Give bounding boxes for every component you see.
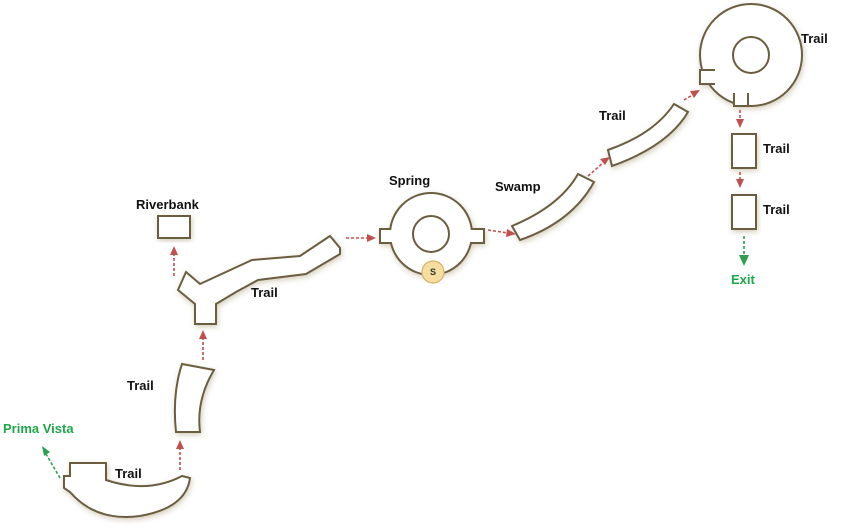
label-prima-vista[interactable]: Prima Vista: [3, 421, 74, 436]
room-trail-lower[interactable]: [173, 362, 216, 433]
room-trail-middle[interactable]: [176, 234, 341, 325]
route-arrow-spring-to-swamp: [487, 229, 516, 237]
room-trail-bottom[interactable]: [63, 462, 192, 518]
label-swamp: Swamp: [495, 179, 541, 194]
label-trail-upper: Trail: [599, 108, 626, 123]
label-trail-lower: Trail: [127, 378, 154, 393]
route-arrow-middle-to-spring: [346, 234, 376, 242]
room-trail-top[interactable]: [699, 3, 803, 107]
route-arrow-top-to-right-1: [736, 110, 744, 128]
save-point-marker[interactable]: S: [421, 260, 445, 284]
route-arrow-to-prima-vista: [42, 446, 61, 479]
room-trail-right-2[interactable]: [731, 194, 757, 230]
route-arrow-upper-to-top: [683, 90, 700, 101]
label-trail-bottom: Trail: [115, 466, 142, 481]
label-exit[interactable]: Exit: [731, 272, 756, 287]
route-arrow-right-1-to-right-2: [736, 172, 744, 188]
route-arrow-bottom-to-lower: [176, 440, 184, 470]
label-spring: Spring: [389, 173, 430, 188]
room-swamp[interactable]: [510, 172, 596, 242]
room-riverbank[interactable]: [157, 215, 191, 239]
label-trail-middle: Trail: [251, 285, 278, 300]
label-trail-right-2: Trail: [763, 202, 790, 217]
route-arrow-swamp-to-upper: [587, 157, 610, 177]
route-arrow-lower-to-middle: [199, 330, 207, 360]
svg-text:S: S: [430, 267, 436, 277]
room-trail-right-1[interactable]: [731, 133, 757, 169]
label-trail-top: Trail: [801, 31, 828, 46]
room-trail-upper[interactable]: [606, 102, 690, 168]
label-trail-right-1: Trail: [763, 141, 790, 156]
route-arrow-to-exit: [739, 236, 749, 266]
label-riverbank: Riverbank: [136, 197, 200, 212]
route-arrow-middle-to-riverbank: [170, 246, 178, 276]
